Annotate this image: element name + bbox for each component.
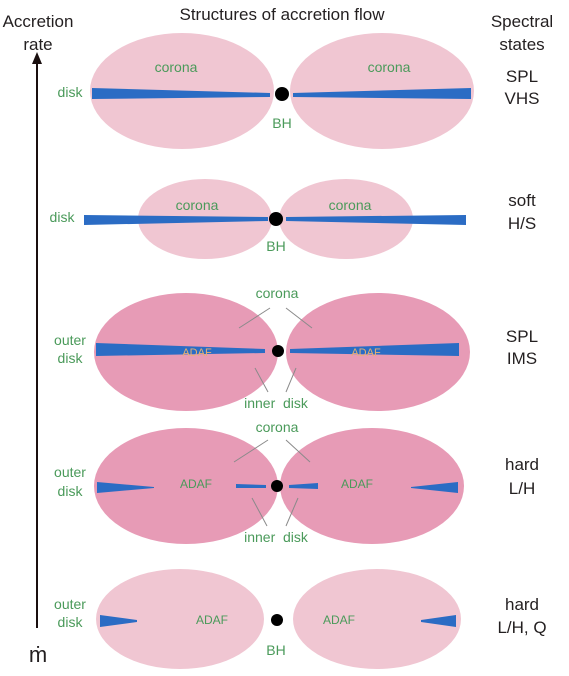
disk-right [286, 215, 466, 225]
disk-right [290, 343, 459, 356]
inner-disk-label: inner disk [244, 529, 309, 545]
bh-label: BH [272, 115, 291, 131]
corona-label: corona [256, 285, 299, 301]
outer-disk-label: disk [58, 350, 84, 366]
inner-disk-left [236, 484, 266, 488]
disk-right [293, 88, 471, 99]
adaf-right-label: ADAF [351, 347, 381, 359]
corona-right-label: corona [368, 59, 411, 75]
header-spectral: Spectral [491, 12, 553, 31]
state-line2: IMS [507, 349, 537, 368]
corona-left-label: corona [176, 197, 219, 213]
mdot-symbol: ṁ [29, 642, 47, 667]
adaf-right-ellipse [280, 428, 464, 544]
adaf-right-label: ADAF [341, 477, 373, 491]
inner-disk-right [289, 483, 318, 489]
corona-leader-right [285, 307, 313, 329]
outer-disk-label: disk [58, 483, 84, 499]
black-hole [269, 212, 283, 226]
black-hole [271, 614, 283, 626]
inner-disk-leader-left [254, 367, 269, 393]
header-rate-label: rate [23, 35, 52, 54]
disk-left [84, 215, 268, 225]
outer-disk-right [411, 482, 458, 493]
corona-right-label: corona [329, 197, 372, 213]
row-hard-lh-q: ADAF ADAF outer disk BH hard L/H, Q [54, 569, 547, 669]
inner-disk-label: inner disk [244, 395, 309, 411]
outer-label: outer [54, 332, 86, 348]
corona-leader-right [285, 439, 311, 463]
state-line2: H/S [508, 214, 536, 233]
header-accretion: Accretion [3, 12, 74, 31]
inner-disk-leader-right [285, 497, 299, 527]
header-states: states [499, 35, 544, 54]
state-line2: L/H, Q [497, 618, 546, 637]
outer-disk-right [421, 615, 456, 627]
disk-label: disk [58, 84, 84, 100]
adaf-left-label: ADAF [180, 477, 212, 491]
inner-disk-leader-right [285, 367, 297, 393]
adaf-left-label: ADAF [196, 613, 228, 627]
row-soft-hs: corona corona disk BH soft H/S [50, 179, 536, 259]
state-line2: VHS [505, 89, 540, 108]
corona-left-label: corona [155, 59, 198, 75]
black-hole [275, 87, 289, 101]
corona-leader-left [238, 307, 271, 329]
outer-disk-left [97, 482, 154, 493]
adaf-left-label: ADAF [182, 347, 212, 359]
state-line2: L/H [509, 479, 535, 498]
axis-arrowhead-icon [32, 52, 42, 64]
corona-leader-left [233, 439, 269, 463]
black-hole [271, 480, 283, 492]
row-spl-vhs: corona corona disk BH SPL VHS [58, 33, 540, 149]
disk-label: disk [50, 209, 76, 225]
outer-disk-label: disk [58, 614, 84, 630]
state-line1: hard [505, 455, 539, 474]
row-spl-ims: corona ADAF ADAF outer disk inner disk S… [54, 285, 538, 411]
disk-left [92, 88, 270, 99]
adaf-left-ellipse [94, 428, 278, 544]
corona-label: corona [256, 419, 299, 435]
black-hole [272, 345, 284, 357]
state-line1: hard [505, 595, 539, 614]
inner-disk-leader-left [251, 497, 268, 527]
bh-label: BH [266, 238, 285, 254]
bh-label: BH [266, 642, 285, 658]
outer-label: outer [54, 596, 86, 612]
row-hard-lh: corona ADAF ADAF outer disk inner disk h… [54, 419, 539, 545]
header-structures: Structures of accretion flow [179, 5, 385, 24]
adaf-left-ellipse [96, 569, 264, 669]
state-line1: SPL [506, 327, 538, 346]
outer-label: outer [54, 464, 86, 480]
disk-left [96, 343, 265, 356]
outer-disk-left [100, 615, 137, 627]
state-line1: SPL [506, 67, 538, 86]
state-line1: soft [508, 191, 536, 210]
adaf-right-label: ADAF [323, 613, 355, 627]
adaf-right-ellipse [293, 569, 461, 669]
